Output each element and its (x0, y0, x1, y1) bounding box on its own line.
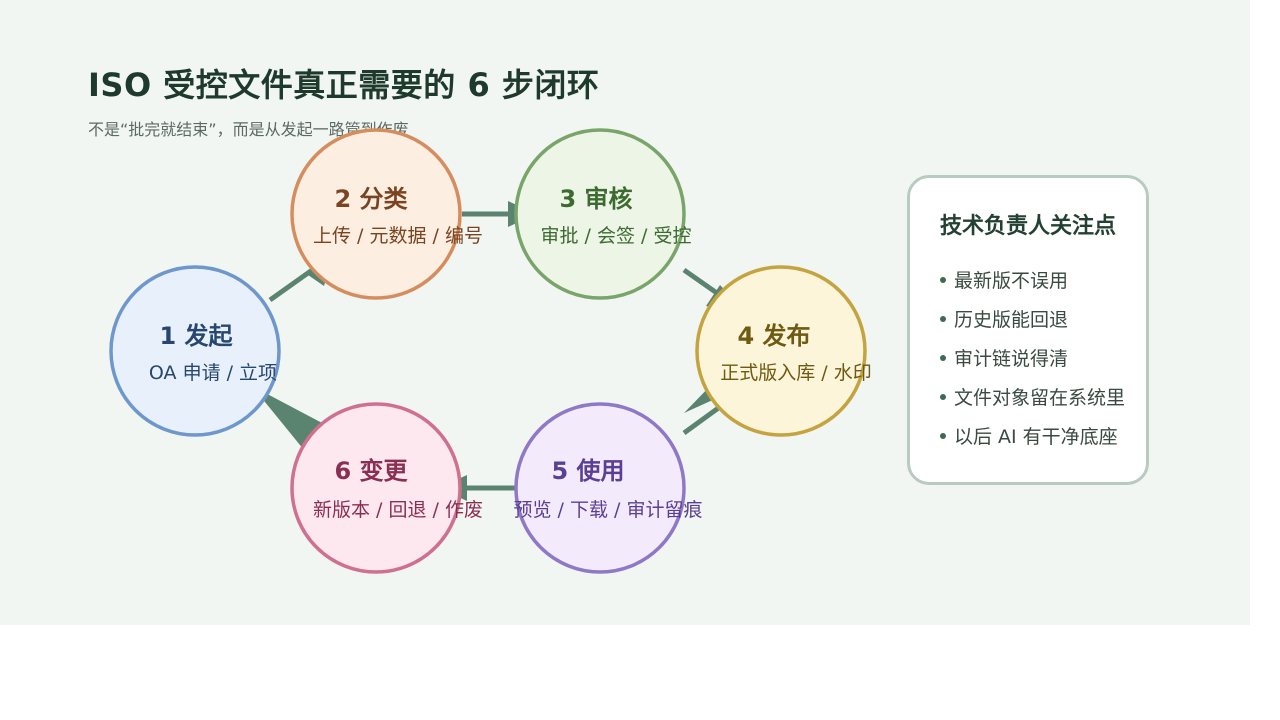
list-item-text: 审计链说得清 (954, 348, 1069, 370)
step-description: 预览 / 下载 / 审计留痕 (514, 499, 703, 521)
bullet-dot-icon (940, 432, 946, 439)
step-circle (290, 402, 462, 574)
bullet-dot-icon (940, 354, 946, 361)
step-description: 审批 / 会签 / 受控 (541, 225, 692, 247)
card-title: 技术负责人关注点 (939, 214, 1116, 239)
step-node-1: 1 发起 OA 申请 / 立项 (109, 265, 281, 437)
list-item-text: 以后 AI 有干净底座 (954, 426, 1118, 448)
step-label: 6 变更 (334, 457, 408, 485)
step-description: 上传 / 元数据 / 编号 (313, 225, 483, 247)
step-circle (514, 128, 686, 300)
focus-points-card: 技术负责人关注点 最新版不误用 历史版能回退 审计链说得清 文件对象留在系统里 … (907, 175, 1149, 485)
list-item: 文件对象留在系统里 (940, 383, 1125, 422)
list-item: 历史版能回退 (940, 305, 1125, 344)
list-item-text: 最新版不误用 (954, 270, 1069, 292)
step-node-6: 6 变更 新版本 / 回退 / 作废 (290, 402, 483, 574)
list-item-text: 文件对象留在系统里 (954, 387, 1126, 409)
slide: ISO 受控文件真正需要的 6 步闭环 不是“批完就结束”，而是从发起一路管到作… (0, 0, 1250, 625)
step-description: 正式版入库 / 水印 (720, 362, 871, 384)
arrow-6-to-1 (252, 386, 324, 450)
step-circle (514, 402, 686, 574)
step-node-5: 5 使用 预览 / 下载 / 审计留痕 (514, 402, 703, 574)
list-item: 审计链说得清 (940, 344, 1125, 383)
step-label: 3 审核 (559, 185, 632, 213)
list-item: 以后 AI 有干净底座 (940, 422, 1125, 461)
step-label: 1 发起 (159, 322, 233, 350)
step-description: OA 申请 / 立项 (149, 362, 277, 384)
focus-points-list: 最新版不误用 历史版能回退 审计链说得清 文件对象留在系统里 以后 AI 有干净… (940, 266, 1125, 461)
step-node-3: 3 审核 审批 / 会签 / 受控 (514, 128, 692, 300)
bullet-dot-icon (940, 276, 946, 283)
bullet-dot-icon (940, 315, 946, 322)
step-label: 4 发布 (737, 322, 810, 350)
step-label: 5 使用 (551, 457, 624, 485)
step-label: 2 分类 (334, 185, 408, 213)
step-node-4: 4 发布 正式版入库 / 水印 (695, 265, 872, 437)
step-circle (109, 265, 281, 437)
step-node-2: 2 分类 上传 / 元数据 / 编号 (290, 128, 483, 300)
page-subtitle: 不是“批完就结束”，而是从发起一路管到作废 (88, 120, 409, 139)
page-title: ISO 受控文件真正需要的 6 步闭环 (88, 66, 600, 104)
cycle-diagram: 1 发起 OA 申请 / 立项 2 分类 上传 / 元数据 / 编号 3 审核 … (109, 128, 872, 574)
step-circle (290, 128, 462, 300)
bullet-dot-icon (940, 393, 946, 400)
list-item-text: 历史版能回退 (954, 309, 1069, 331)
step-description: 新版本 / 回退 / 作废 (313, 499, 483, 521)
list-item: 最新版不误用 (940, 266, 1125, 305)
step-circle (695, 265, 867, 437)
